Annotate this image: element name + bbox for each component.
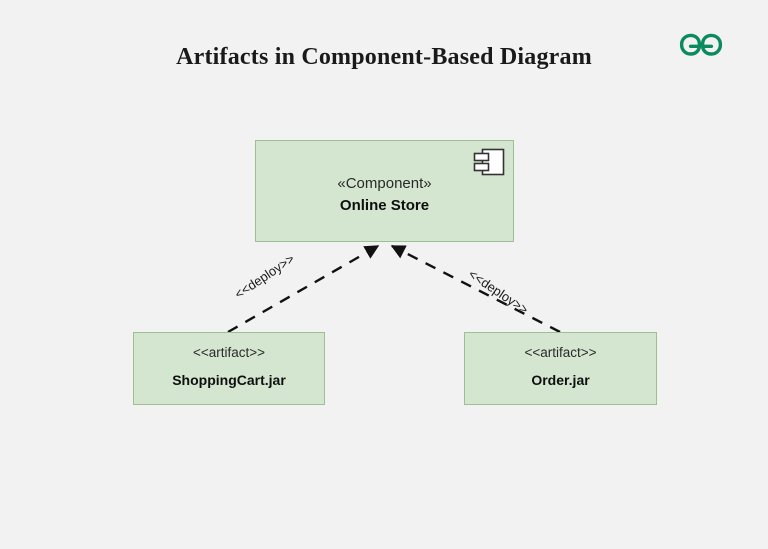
component-name: Online Store (339, 197, 430, 214)
component-stereotype: «Component» (337, 175, 432, 192)
page-title: Artifacts in Component-Based Diagram (176, 44, 592, 70)
deploy-edge-right (390, 244, 561, 334)
artifact-name-right: Order.jar (531, 372, 590, 388)
artifact-node-order[interactable]: <<artifact>> Order.jar (464, 332, 657, 405)
artifact-stereotype-left: <<artifact>> (192, 345, 266, 360)
artifact-name-left: ShoppingCart.jar (172, 372, 286, 388)
component-node-online-store[interactable]: «Component» Online Store (255, 140, 514, 242)
artifact-stereotype-right: <<artifact>> (524, 345, 597, 360)
component-icon (473, 148, 505, 176)
geeksforgeeks-logo (679, 33, 723, 65)
artifact-node-shoppingcart[interactable]: <<artifact>> ShoppingCart.jar (133, 332, 325, 405)
deploy-edge-left (227, 244, 380, 334)
